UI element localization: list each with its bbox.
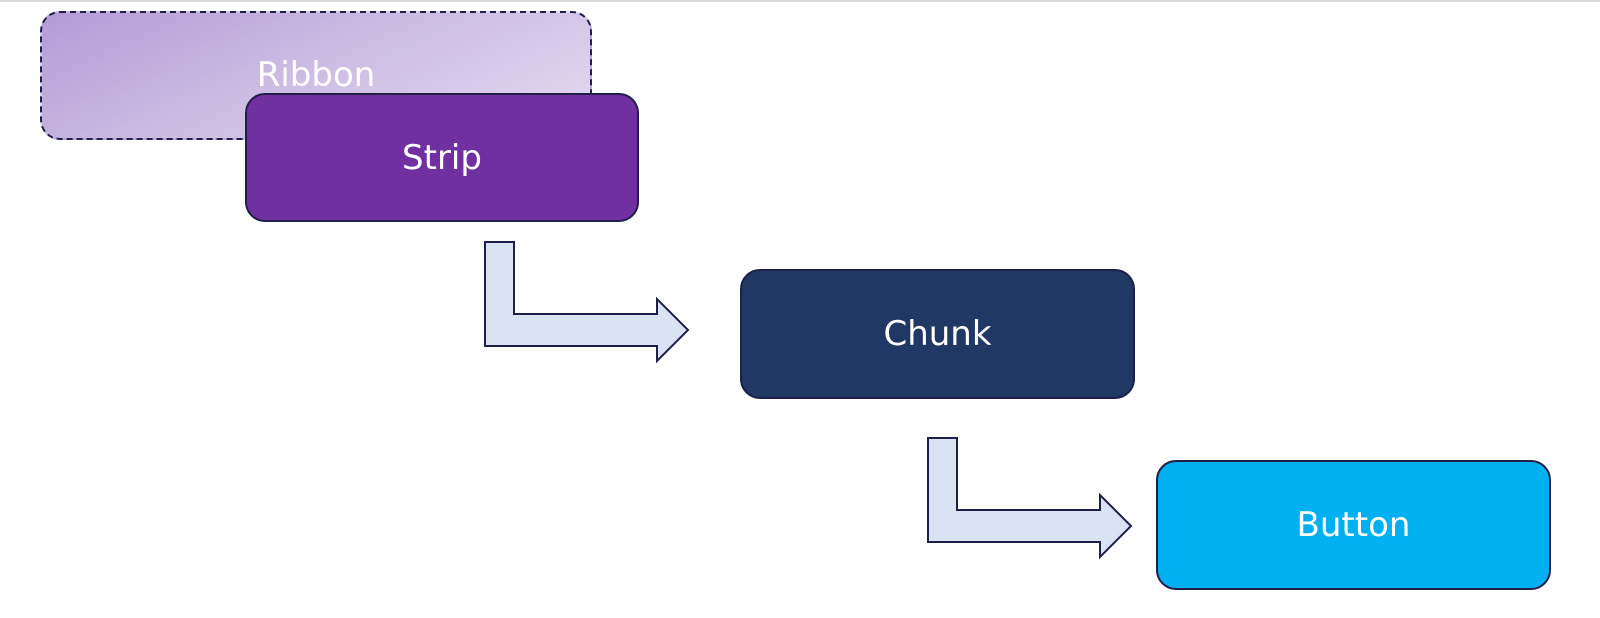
chunk-node: Chunk [740, 269, 1135, 399]
bent-arrow-chunk-to-button-shape [927, 437, 1133, 560]
button-node: Button [1156, 460, 1551, 590]
top-divider [0, 0, 1600, 2]
bent-arrow-strip-to-chunk-shape [484, 241, 690, 364]
bent-arrow-strip-to-chunk [484, 241, 690, 364]
strip-node: Strip [245, 93, 639, 222]
bent-arrow-chunk-to-button [927, 437, 1133, 560]
ribbon-label: Ribbon [256, 54, 376, 95]
chunk-label: Chunk [883, 314, 992, 354]
strip-label: Strip [402, 137, 482, 178]
button-label: Button [1296, 505, 1411, 545]
